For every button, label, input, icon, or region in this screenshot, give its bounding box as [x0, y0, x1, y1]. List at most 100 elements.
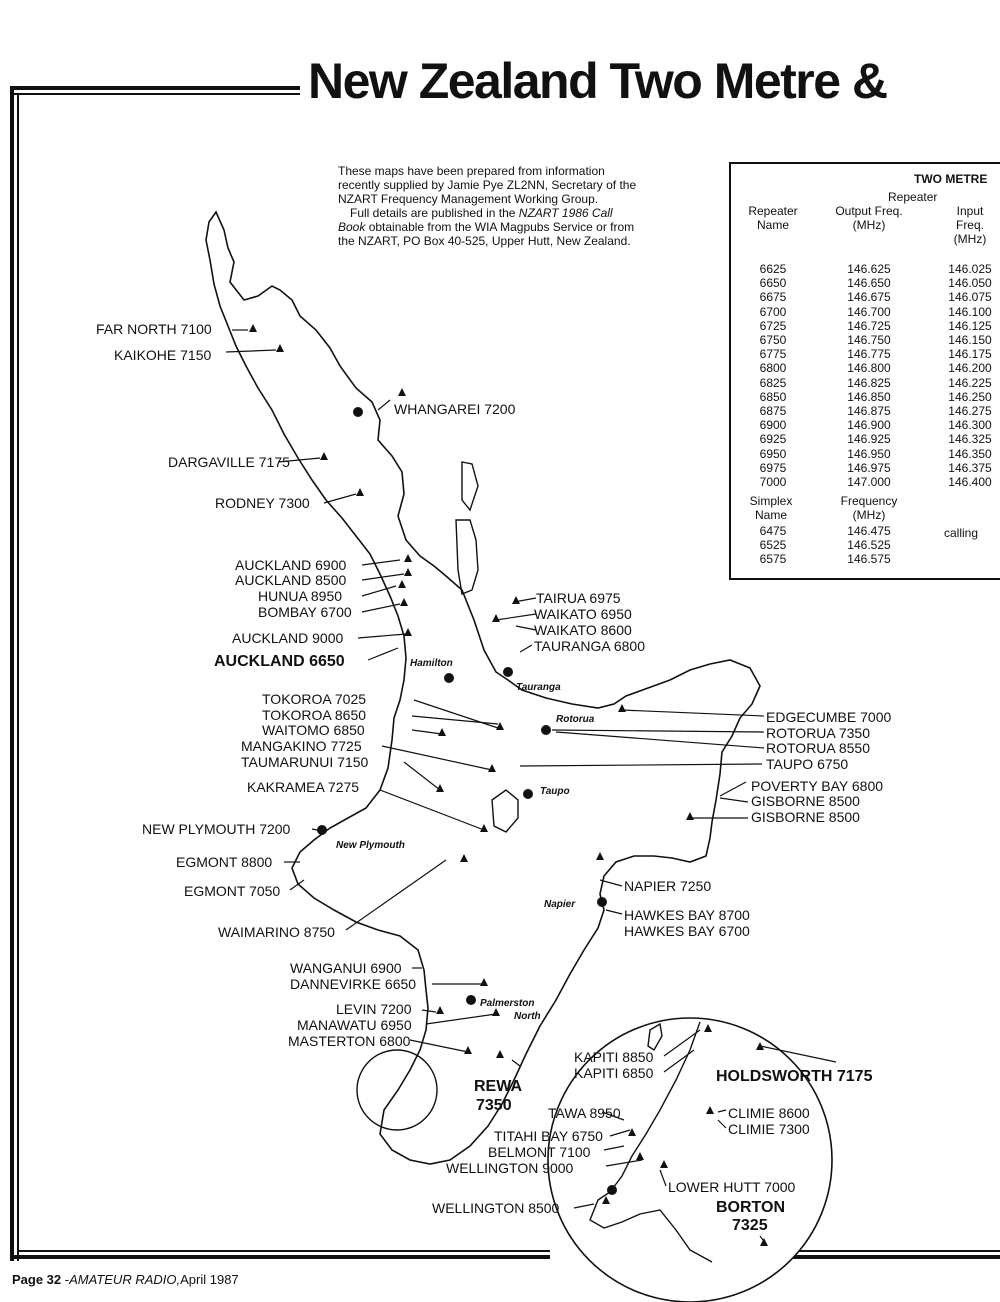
town-taupo: Taupo — [540, 786, 570, 797]
label-waikato-6950: WAIKATO 6950 — [534, 606, 632, 622]
label-tawa: TAWA 8950 — [548, 1105, 621, 1121]
table-cell-input-freq: 146.275 — [948, 404, 992, 419]
table-cell-output-freq: 146.925 — [847, 432, 891, 447]
table-cell-simplex-name: 6525 — [759, 538, 787, 553]
table-cell-repeater-name: 6975 — [759, 460, 787, 475]
label-rewa: REWA — [474, 1078, 522, 1095]
label-climie-7300: CLIMIE 7300 — [728, 1121, 810, 1137]
label-masterton: MASTERTON 6800 — [288, 1033, 411, 1049]
table-cell-simplex-freq: 146.525 — [847, 538, 891, 553]
page-title: New Zealand Two Metre & — [308, 53, 888, 109]
label-tokoroa-8650: TOKOROA 8650 — [262, 707, 366, 723]
label-tairua: TAIRUA 6975 — [536, 590, 621, 606]
label-wanganui: WANGANUI 6900 — [290, 960, 402, 976]
kapiti-island — [647, 1022, 663, 1051]
table-cell-simplex-name: 6575 — [759, 552, 787, 567]
label-new-plymouth: NEW PLYMOUTH 7200 — [142, 821, 291, 837]
frame-bottom-rule-right — [780, 1255, 1000, 1259]
coromandel-peninsula — [455, 519, 479, 595]
label-whangarei: WHANGAREI 7200 — [394, 401, 516, 417]
table-cell-output-freq: 146.950 — [847, 446, 891, 461]
table-cell-repeater-name: 6650 — [759, 276, 787, 291]
table-cell-repeater-name: 6950 — [759, 446, 787, 461]
label-auckland-9000: AUCKLAND 9000 — [232, 630, 343, 646]
label-waimarino: WAIMARINO 8750 — [218, 924, 335, 940]
label-borton: BORTON — [716, 1199, 785, 1216]
intro-paragraph-2: Full details are published in the NZART … — [338, 206, 638, 248]
table-cell-repeater-name: 6625 — [759, 262, 787, 276]
table-cell-output-freq: 146.900 — [847, 418, 891, 433]
table-cell-input-freq: 146.100 — [948, 304, 992, 319]
label-kapiti-8850: KAPITI 8850 — [574, 1049, 654, 1065]
wellington-inset-coast — [589, 1021, 713, 1263]
label-rodney: RODNEY 7300 — [215, 495, 310, 511]
label-wellington-9000: WELLINGTON 9000 — [446, 1160, 574, 1176]
table-cell-output-freq: 146.800 — [847, 361, 891, 376]
frame-top-rule-inner — [10, 93, 300, 95]
label-hawkes-bay-8700: HAWKES BAY 8700 — [624, 907, 750, 923]
table-cell-output-freq: 146.825 — [847, 375, 891, 390]
frequency-table: TWO METRE Repeater Repeater Name Output … — [729, 162, 1000, 580]
label-manawatu: MANAWATU 6950 — [297, 1017, 412, 1033]
table-cell-repeater-name: 6875 — [759, 404, 787, 419]
label-taupo: TAUPO 6750 — [766, 756, 848, 772]
table-cell-input-freq: 146.325 — [948, 432, 992, 447]
label-taumarunui: TAUMARUNUI 7150 — [241, 754, 369, 770]
table-cell-output-freq: 146.875 — [847, 404, 891, 419]
table-cell-repeater-name: 6925 — [759, 432, 787, 447]
label-poverty-bay: POVERTY BAY 6800 — [751, 778, 883, 794]
town-hamilton: Hamilton — [410, 658, 453, 669]
leader-lines — [225, 329, 837, 1245]
col-header-input: Input Freq. (MHz) — [953, 204, 987, 246]
table-cell-repeater-name: 7000 — [759, 475, 787, 490]
table-cell-simplex-freq: 146.575 — [847, 552, 891, 567]
town-labels: Hamilton Tauranga Rotorua Taupo New Plym… — [336, 658, 595, 1022]
intro-paragraph-1: These maps have been prepared from infor… — [338, 164, 637, 206]
table-cell-output-freq: 146.975 — [847, 460, 891, 475]
wellington-inset — [547, 1017, 833, 1302]
label-bombay: BOMBAY 6700 — [258, 604, 352, 620]
table-cell-repeater-name: 6900 — [759, 418, 787, 433]
great-barrier-island — [461, 461, 479, 512]
label-waitomo: WAITOMO 6850 — [262, 722, 365, 738]
table-cell-output-freq: 146.750 — [847, 333, 891, 348]
label-far-north: FAR NORTH 7100 — [96, 321, 212, 337]
label-titahi-bay: TITAHI BAY 6750 — [494, 1128, 603, 1144]
label-tokoroa-7025: TOKOROA 7025 — [262, 691, 366, 707]
page-footer: Page 32 -AMATEUR RADIO,April 1987 — [12, 1272, 239, 1287]
table-repeater-heading: Repeater — [888, 190, 938, 204]
label-mangakino: MANGAKINO 7725 — [241, 738, 362, 754]
label-rewa-number: 7350 — [476, 1097, 512, 1114]
frame-bottom-rule-inner — [17, 1250, 550, 1252]
label-hawkes-bay-6700: HAWKES BAY 6700 — [624, 923, 750, 939]
simplex-header-freq: Frequency (MHz) — [840, 494, 898, 522]
town-tauranga: Tauranga — [516, 682, 561, 693]
repeater-sites — [249, 324, 768, 1246]
table-cell-repeater-name: 6800 — [759, 361, 787, 376]
label-edgecumbe: EDGECUMBE 7000 — [766, 709, 891, 725]
table-cell-output-freq: 146.700 — [847, 304, 891, 319]
wellington-inset-marker — [356, 1049, 438, 1131]
table-cell-output-freq: 146.675 — [847, 290, 891, 305]
intro-text-a: Full details are published in the — [350, 206, 519, 220]
label-rotorua-8550: ROTORUA 8550 — [766, 740, 870, 756]
table-cell-input-freq: 146.050 — [948, 276, 992, 291]
town-rotorua: Rotorua — [556, 714, 595, 725]
lake-taupo — [491, 789, 519, 833]
table-cell-input-freq: 146.400 — [948, 475, 992, 490]
label-tauranga: TAURANGA 6800 — [534, 638, 645, 654]
town-palmerston: Palmerston — [480, 998, 534, 1009]
table-cell-input-freq: 146.350 — [948, 446, 992, 461]
col-header-output: Output Freq. (MHz) — [835, 204, 903, 232]
intro-text: These maps have been prepared from infor… — [338, 164, 638, 248]
label-rotorua-7350: ROTORUA 7350 — [766, 725, 870, 741]
table-cell-input-freq: 146.200 — [948, 361, 992, 376]
town-napier: Napier — [544, 899, 576, 910]
table-cell-simplex-name: 6475 — [759, 524, 787, 538]
